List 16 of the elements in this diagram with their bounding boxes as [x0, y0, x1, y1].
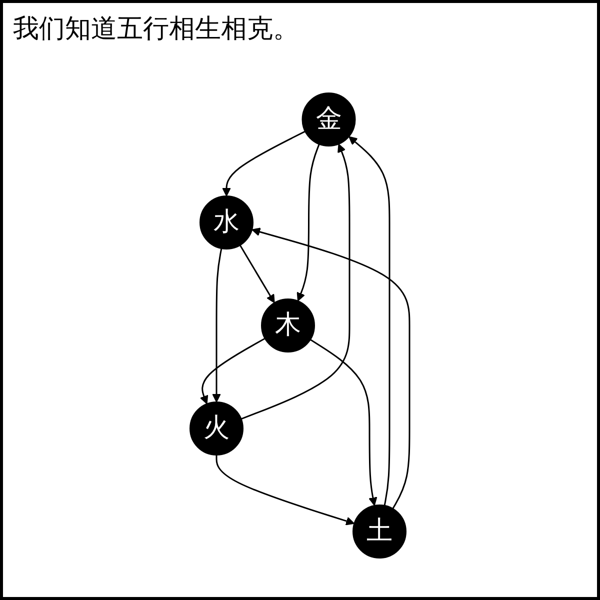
node-circle: 土 [352, 504, 407, 558]
arrow [222, 130, 306, 196]
node-circle: 金 [302, 92, 356, 146]
arrow [241, 144, 350, 420]
arrow [297, 144, 320, 302]
arrow [310, 339, 378, 506]
node-circle: 木 [261, 298, 316, 352]
title: 我们知道五行相生相克。 [12, 13, 300, 46]
node-circle: 水 [200, 196, 254, 250]
arrow [240, 244, 276, 304]
arrow [212, 248, 222, 402]
node-circle: 火 [190, 402, 244, 456]
arrow [252, 228, 410, 509]
arrow [216, 455, 355, 526]
arrow [200, 338, 266, 404]
arrow [348, 136, 390, 506]
